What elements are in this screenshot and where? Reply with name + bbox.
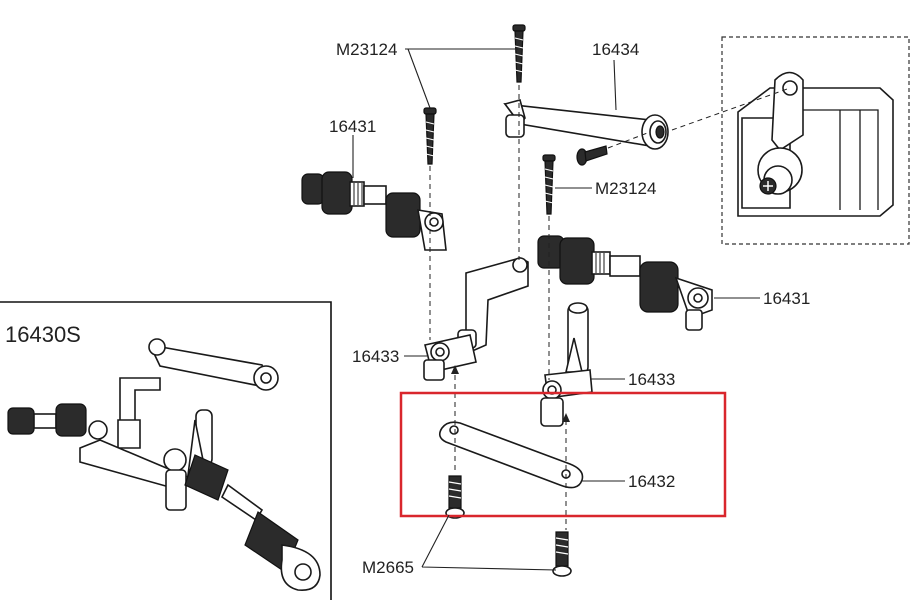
- servo-inset: [721, 36, 910, 245]
- pivot-screw-left: [445, 475, 465, 519]
- pivot-screw-right: [552, 531, 572, 577]
- bellcrank-right: [540, 302, 593, 427]
- turnbuckle-left: [301, 171, 447, 251]
- screw-top-left: [423, 107, 437, 165]
- label-screw-mid: M23124: [595, 179, 656, 198]
- screw-top-right: [512, 24, 526, 83]
- servo-saver-arm: [503, 99, 669, 150]
- label-link-plate: 16432: [628, 472, 675, 491]
- highlight-box: [399, 391, 727, 518]
- assembly-guides: [429, 85, 791, 530]
- label-turnbuckle-left: 16431: [329, 117, 376, 136]
- label-turnbuckle-right: 16431: [763, 289, 810, 308]
- label-16430S: 16430S: [5, 322, 81, 347]
- turnbuckle-right: [537, 235, 713, 331]
- label-screw-top: M23124: [336, 40, 397, 59]
- screw-mid: [542, 154, 556, 215]
- label-servo-saver-arm: 16434: [592, 40, 639, 59]
- label-pivot-screw: M2665: [362, 558, 414, 577]
- bellcrank-left: [423, 257, 529, 381]
- label-bellcrank-right: 16433: [628, 370, 675, 389]
- label-bellcrank-left: 16433: [352, 347, 399, 366]
- screw-arm: [576, 145, 608, 166]
- assembly-inset: 16430S: [0, 301, 332, 600]
- leader-lines: [352, 48, 760, 571]
